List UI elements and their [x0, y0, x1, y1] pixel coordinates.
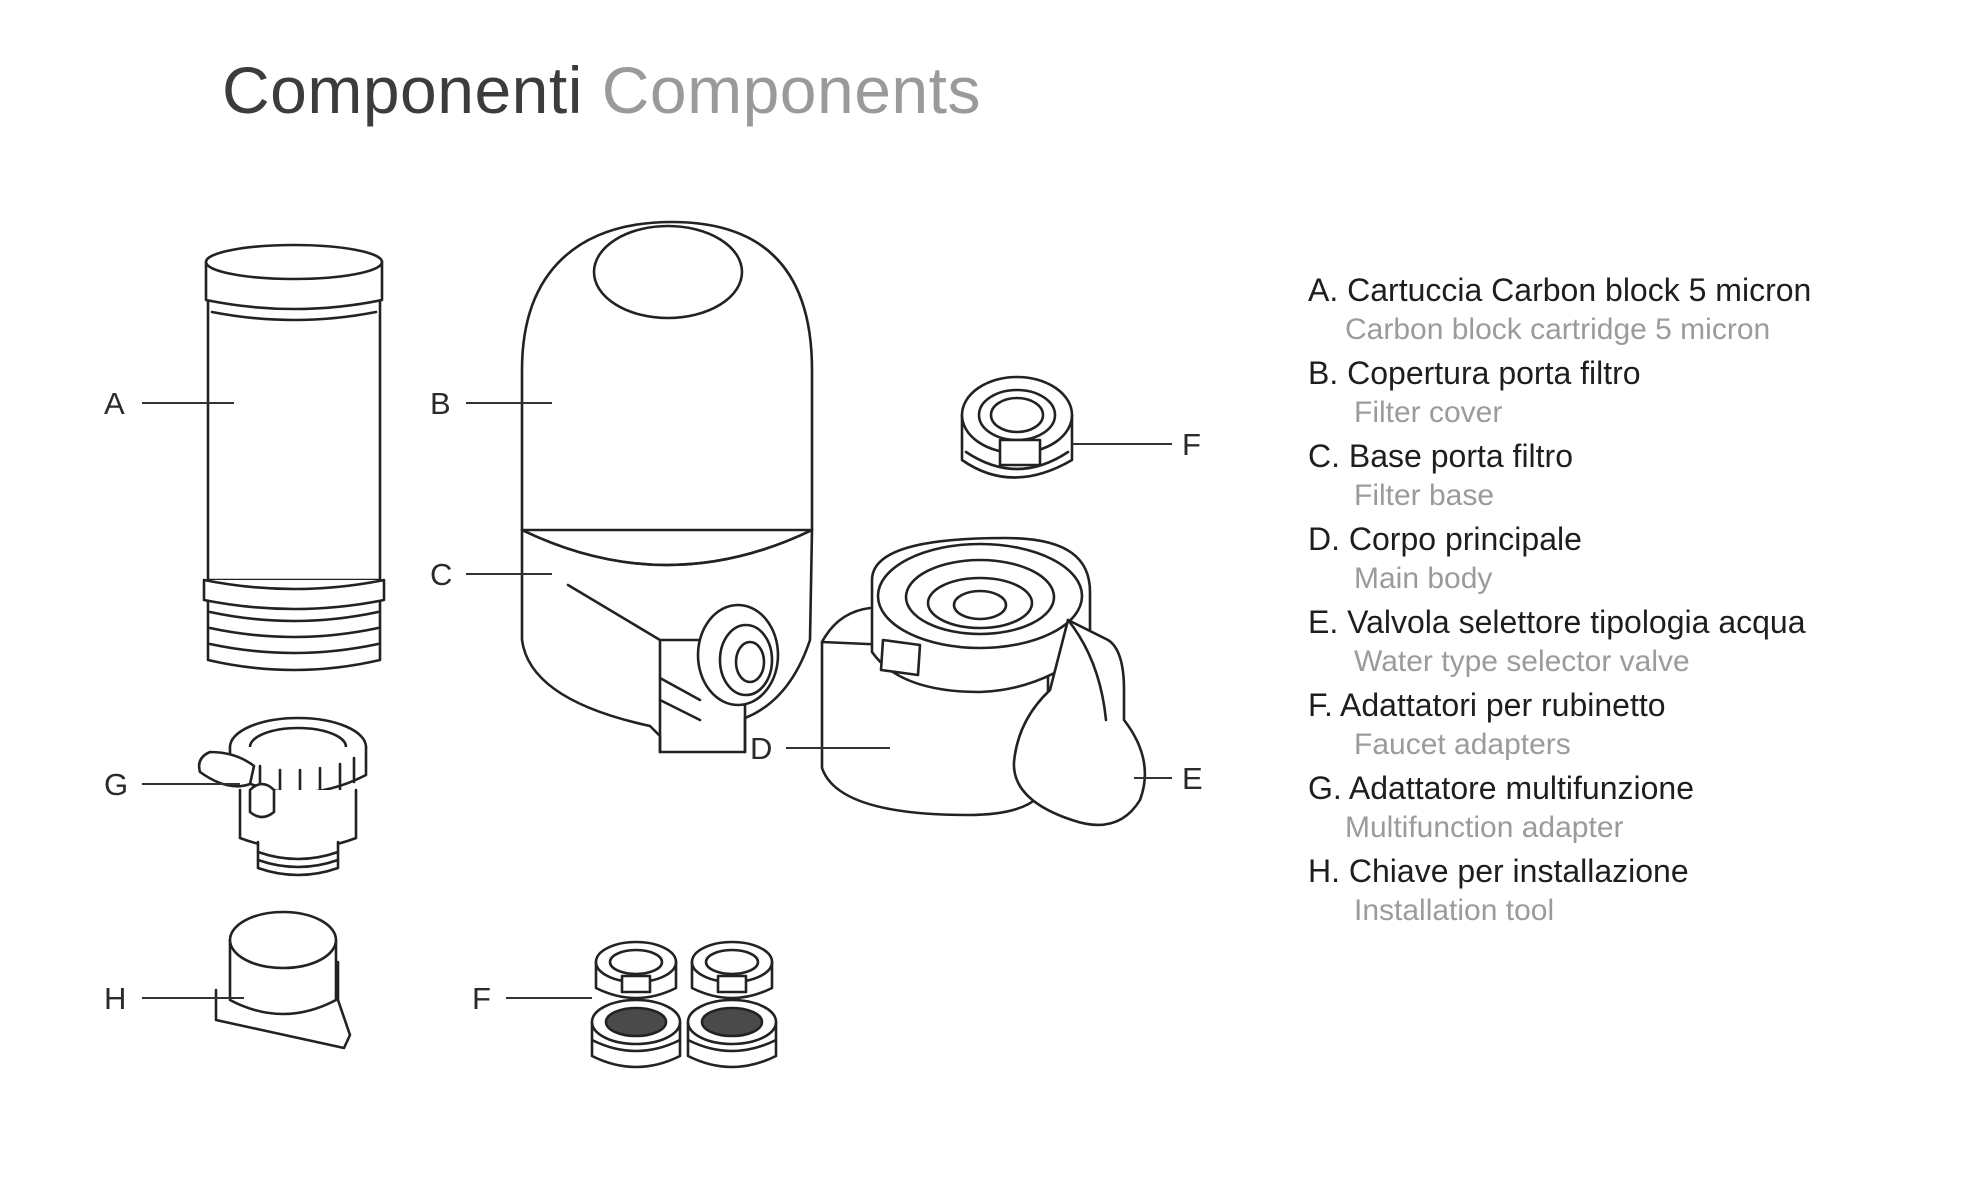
legend-label-en: Carbon block cartridge 5 micron: [1345, 313, 1771, 346]
legend-label-en: Multifunction adapter: [1345, 811, 1624, 844]
component-legend: A. Cartuccia Carbon block 5 micron Carbo…: [1308, 270, 1948, 934]
faucet-adapters-set-drawing: [590, 940, 778, 1069]
faucet-adapter-drawing: [960, 375, 1074, 479]
callout-e: E: [1182, 761, 1203, 796]
legend-item-d: D. Corpo principale Main body: [1308, 519, 1948, 602]
legend-label-en: Water type selector valve: [1354, 645, 1690, 678]
legend-label-en: Filter cover: [1354, 396, 1503, 429]
legend-item-f: F. Adattatori per rubinetto Faucet adapt…: [1308, 685, 1948, 768]
legend-label-it: E. Valvola selettore tipologia acqua: [1308, 604, 1806, 640]
callout-c: C: [430, 557, 452, 592]
callout-f-bottom: F: [472, 981, 491, 1016]
legend-item-h: H. Chiave per installazione Installation…: [1308, 851, 1948, 934]
main-body-drawing: [820, 536, 1147, 827]
callout-f-top: F: [1182, 427, 1201, 462]
callout-a: A: [104, 386, 125, 421]
callout-b: B: [430, 386, 451, 421]
legend-label-en: Installation tool: [1354, 894, 1555, 927]
title-english: Components: [601, 53, 981, 127]
multifunction-adapter-drawing: [197, 716, 368, 877]
legend-label-en: Filter base: [1354, 479, 1495, 512]
installation-tool-drawing: [214, 910, 352, 1050]
filter-housing-drawing: [520, 220, 814, 754]
legend-item-c: C. Base porta filtro Filter base: [1308, 436, 1948, 519]
cartridge-drawing: [202, 243, 386, 672]
callout-d: D: [750, 731, 772, 766]
legend-label-it: A. Cartuccia Carbon block 5 micron: [1308, 272, 1812, 308]
legend-item-g: G. Adattatore multifunzione Multifunctio…: [1308, 768, 1948, 851]
legend-label-it: B. Copertura porta filtro: [1308, 355, 1641, 391]
legend-label-it: C. Base porta filtro: [1308, 438, 1573, 474]
legend-label-it: D. Corpo principale: [1308, 521, 1582, 557]
legend-label-it: F. Adattatori per rubinetto: [1308, 687, 1666, 723]
legend-label-it: G. Adattatore multifunzione: [1308, 770, 1694, 806]
legend-item-a: A. Cartuccia Carbon block 5 micron Carbo…: [1308, 270, 1948, 353]
page-title: Componenti Components: [222, 52, 981, 128]
legend-label-en: Main body: [1354, 562, 1493, 595]
callout-h: H: [104, 981, 126, 1016]
title-italian: Componenti: [222, 53, 583, 127]
legend-item-b: B. Copertura porta filtro Filter cover: [1308, 353, 1948, 436]
legend-label-en: Faucet adapters: [1354, 728, 1571, 761]
callout-g: G: [104, 767, 128, 802]
legend-label-it: H. Chiave per installazione: [1308, 853, 1689, 889]
legend-item-e: E. Valvola selettore tipologia acqua Wat…: [1308, 602, 1948, 685]
